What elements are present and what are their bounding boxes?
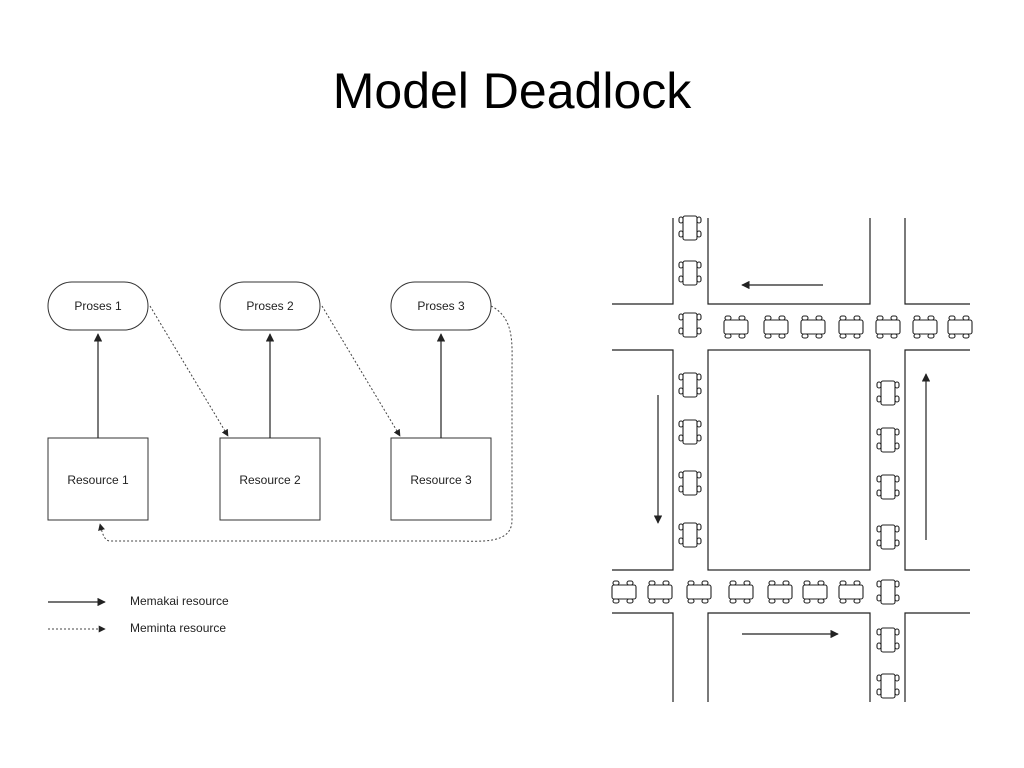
process-label-3: Proses 3 <box>417 299 465 313</box>
process-label-1: Proses 1 <box>74 299 122 313</box>
car-icon <box>686 580 712 604</box>
car-icon <box>802 580 828 604</box>
car-icon <box>611 580 637 604</box>
car-icon <box>876 673 900 699</box>
car-icon <box>647 580 673 604</box>
request-edge-1 <box>149 305 229 437</box>
queued-cars <box>611 215 973 699</box>
car-icon <box>876 427 900 453</box>
car-icon <box>678 215 702 241</box>
process-node-2: Proses 2 <box>219 281 321 331</box>
legend-requests-label: Meminta resource <box>130 621 226 635</box>
car-icon <box>728 580 754 604</box>
car-icon <box>678 522 702 548</box>
car-icon <box>723 315 749 339</box>
car-icon <box>763 315 789 339</box>
car-icon <box>876 524 900 550</box>
car-icon <box>876 474 900 500</box>
car-icon <box>875 315 901 339</box>
car-icon <box>876 380 900 406</box>
process-label-2: Proses 2 <box>246 299 294 313</box>
slide-title: Model Deadlock <box>332 63 692 119</box>
car-icon <box>767 580 793 604</box>
process-node-3: Proses 3 <box>390 281 492 331</box>
car-icon <box>800 315 826 339</box>
request-edge-3 <box>98 305 513 542</box>
car-icon <box>876 579 900 605</box>
car-icon <box>838 580 864 604</box>
car-icon <box>678 372 702 398</box>
resource-node-1: Resource 1 <box>47 437 149 521</box>
legend: Memakai resource Meminta resource <box>48 594 229 635</box>
car-icon <box>947 315 973 339</box>
car-icon <box>876 627 900 653</box>
car-icon <box>678 312 702 338</box>
car-icon <box>678 470 702 496</box>
resource-label-1: Resource 1 <box>67 473 129 487</box>
car-icon <box>678 419 702 445</box>
car-icon <box>838 315 864 339</box>
traffic-deadlock-illustration <box>612 218 970 702</box>
process-node-1: Proses 1 <box>47 281 149 331</box>
resource-label-2: Resource 2 <box>239 473 301 487</box>
car-icon <box>912 315 938 339</box>
resource-node-3: Resource 3 <box>390 437 492 521</box>
resource-label-3: Resource 3 <box>410 473 472 487</box>
legend-holds-label: Memakai resource <box>130 594 229 608</box>
resource-node-2: Resource 2 <box>219 437 321 521</box>
car-icon <box>678 260 702 286</box>
request-edge-2 <box>321 305 401 437</box>
